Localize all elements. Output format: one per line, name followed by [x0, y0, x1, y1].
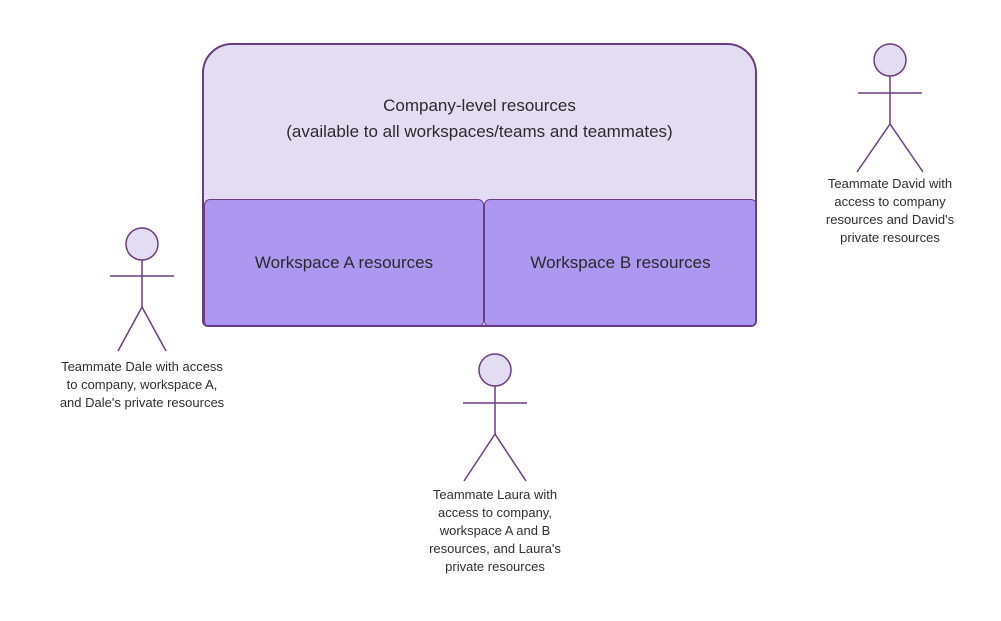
- actor-laura-right-leg: [494, 433, 527, 482]
- actor-dale-label-line-2: to company, workspace A,: [66, 377, 218, 392]
- actor-david-icon: [856, 43, 924, 173]
- workspace-b-box: Workspace B resources: [484, 199, 755, 325]
- company-resources-label: Company-level resources (available to al…: [204, 93, 755, 145]
- actor-laura-label-line-1: Teammate Laura with: [432, 487, 558, 502]
- actor-dale-label: Teammate Dale with access to company, wo…: [27, 358, 257, 412]
- actor-laura-left-leg: [463, 433, 496, 482]
- workspace-a-box: Workspace A resources: [204, 199, 484, 325]
- actor-david-label: Teammate David with access to company re…: [790, 175, 990, 247]
- actor-dale-label-line-1: Teammate Dale with access: [61, 359, 223, 374]
- actor-dale-label-line-3: and Dale's private resources: [59, 395, 225, 410]
- actor-david-left-leg: [856, 123, 891, 173]
- actor-david-right-leg: [889, 123, 924, 173]
- actor-david-head: [873, 43, 907, 77]
- actor-laura-label: Teammate Laura with access to company, w…: [395, 486, 595, 576]
- actor-laura-label-line-3: workspace A and B: [439, 523, 551, 538]
- actor-laura-label-line-5: private resources: [445, 559, 545, 574]
- actor-laura-head: [478, 353, 512, 387]
- actor-laura-icon: [463, 353, 527, 482]
- workspace-a-label: Workspace A resources: [254, 253, 434, 272]
- actor-dale-right-leg: [141, 306, 167, 352]
- actor-david-label-line-2: access to company: [834, 194, 946, 209]
- actor-laura-label-line-4: resources, and Laura's: [429, 541, 561, 556]
- actor-david-label-line-4: private resources: [840, 230, 940, 245]
- actor-dale-icon: [110, 227, 174, 352]
- workspace-b-label: Workspace B resources: [530, 253, 711, 272]
- company-resources-title: Company-level resources: [383, 96, 576, 115]
- actor-dale-left-leg: [117, 306, 143, 352]
- actor-david-label-line-3: resources and David's: [825, 212, 955, 227]
- company-resources-subtitle: (available to all workspaces/teams and t…: [286, 122, 673, 141]
- actor-laura-label-line-2: access to company,: [438, 505, 552, 520]
- actor-dale-head: [125, 227, 159, 261]
- actor-david-label-line-1: Teammate David with: [827, 176, 953, 191]
- company-resources-box: Company-level resources (available to al…: [202, 43, 757, 327]
